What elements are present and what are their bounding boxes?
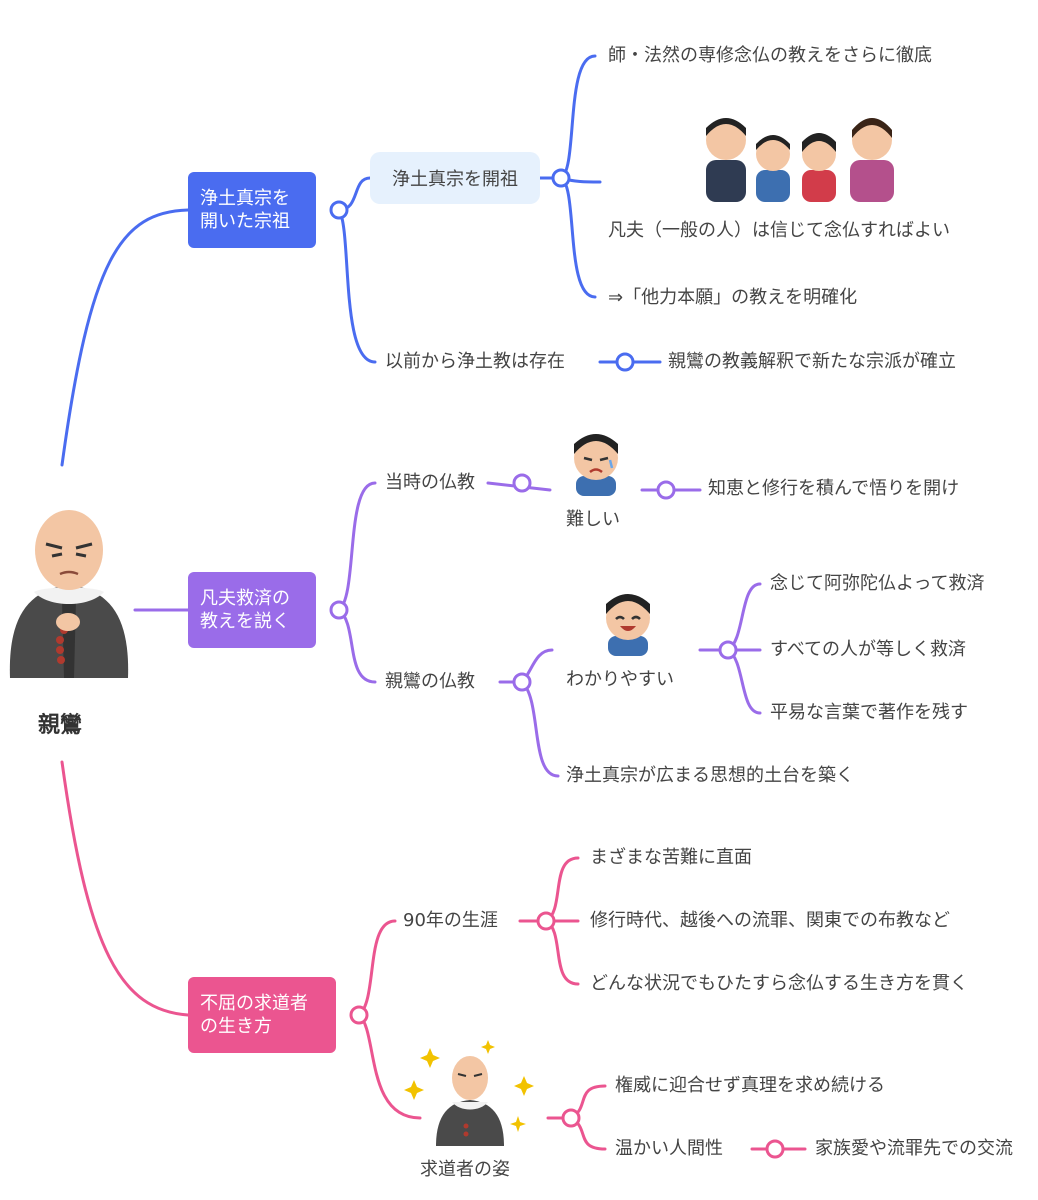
link-a-to-a1 (544, 856, 580, 923)
leaf-nembutsu-life[interactable]: どんな状況でもひたすら念仏する生き方を貫く (590, 973, 968, 994)
junction-branch1[interactable] (329, 200, 349, 220)
junction-easy[interactable] (718, 640, 738, 660)
junction-node-a2[interactable] (512, 473, 532, 493)
link-branch1-to-node-b (337, 208, 377, 364)
link-root-to-branch3 (60, 760, 190, 1017)
link-a-to-a1 (559, 54, 597, 180)
node-existing-jodo[interactable]: 以前から浄土教は存在 (385, 351, 565, 372)
leaf-new-sect[interactable]: 親鸞の教義解釈で新たな宗派が確立 (668, 351, 956, 372)
leaf-honen-teaching[interactable]: 師・法然の専修念仏の教えをさらに徹底 (608, 45, 932, 66)
shinran-monk-icon (9, 510, 129, 678)
leaf-family-exchange[interactable]: 家族愛や流罪先での交流 (815, 1138, 1013, 1159)
junction-b2-b3[interactable] (765, 1139, 785, 1159)
leaf-seek-truth[interactable]: 権威に迎合せず真理を求め続ける (615, 1075, 885, 1096)
link-branch2-to-node-a (337, 481, 377, 612)
branch-founder-label-line2: 開いた宗祖 (200, 211, 290, 232)
branch-founder-label-line1: 浄土真宗を (200, 188, 290, 209)
troubled-face-icon (574, 434, 618, 496)
link-a-to-a3 (544, 919, 580, 986)
leaf-equal-salvation[interactable]: すべての人が等しく救済 (770, 639, 967, 660)
leaf-exile-mission[interactable]: 修行時代、越後への流罪、関東での布教など (590, 910, 950, 931)
node-shinran-buddhism[interactable]: 親鸞の仏教 (385, 671, 475, 692)
branch-founder[interactable]: 浄土真宗を 開いた宗祖 (188, 172, 316, 248)
junction-node-a1[interactable] (551, 168, 571, 188)
branch-salvation-label-line1: 凡夫救済の (200, 588, 290, 609)
monk-seeker-icon (404, 1040, 534, 1146)
leaf-warm-humanity[interactable]: 温かい人間性 (615, 1138, 723, 1159)
caption-easy: わかりやすい (566, 669, 674, 690)
junction-node-b3[interactable] (561, 1108, 581, 1128)
link-branch3-to-node-a (357, 919, 397, 1017)
leaf-ordinary-people[interactable]: 凡夫（一般の人）は信じて念仏すればよい (608, 220, 950, 241)
junction-node-a3[interactable] (536, 911, 556, 931)
leaf-amida-salvation[interactable]: 念じて阿弥陀仏よって救済 (770, 573, 985, 594)
branch-seeker-label-line2: の生き方 (200, 1016, 272, 1037)
caption-seeker: 求道者の姿 (420, 1159, 510, 1180)
leaf-plain-writings[interactable]: 平易な言葉で著作を残す (770, 702, 968, 723)
junction-node-b2[interactable] (512, 672, 532, 692)
link-easy-to-b3 (726, 648, 762, 715)
blue-branch-lines (60, 54, 662, 467)
node-founded-jodo-shinshu[interactable]: 浄土真宗を開祖 (370, 152, 540, 204)
leaf-foundation[interactable]: 浄土真宗が広まる思想的土台を築く (566, 765, 854, 786)
link-b-to-b4 (520, 680, 560, 778)
junction-branch2[interactable] (329, 600, 349, 620)
branch-salvation-label-line2: 教えを説く (200, 611, 290, 632)
smiling-face-icon (606, 594, 650, 656)
central-topic-label: 親鸞 (38, 713, 83, 738)
junction-difficult[interactable] (656, 480, 676, 500)
leaf-tariki-hongan[interactable]: ⇒「他力本願」の教えを明確化 (608, 287, 858, 308)
link-branch3-to-node-b (357, 1013, 422, 1120)
leaf-hardships[interactable]: まざまな苦難に直面 (590, 847, 752, 868)
node-90-year-life[interactable]: 90年の生涯 (403, 910, 498, 931)
node-buddhism-then[interactable]: 当時の仏教 (385, 472, 475, 493)
praying-family-icon (706, 118, 894, 202)
caption-difficult: 難しい (566, 509, 620, 530)
branch-seeker[interactable]: 不屈の求道者 の生き方 (188, 977, 336, 1053)
link-a-to-a4 (559, 176, 597, 299)
branch-seeker-label-line1: 不屈の求道者 (200, 993, 308, 1014)
link-root-to-branch1 (60, 208, 190, 467)
link-branch2-to-node-b (337, 608, 377, 684)
junction-node-b1[interactable] (615, 352, 635, 372)
leaf-wisdom-practice[interactable]: 知恵と修行を積んで悟りを開け (708, 478, 960, 499)
link-easy-to-b1 (726, 582, 762, 652)
branch-salvation[interactable]: 凡夫救済の 教えを説く (188, 572, 316, 648)
junction-branch3[interactable] (349, 1005, 369, 1025)
